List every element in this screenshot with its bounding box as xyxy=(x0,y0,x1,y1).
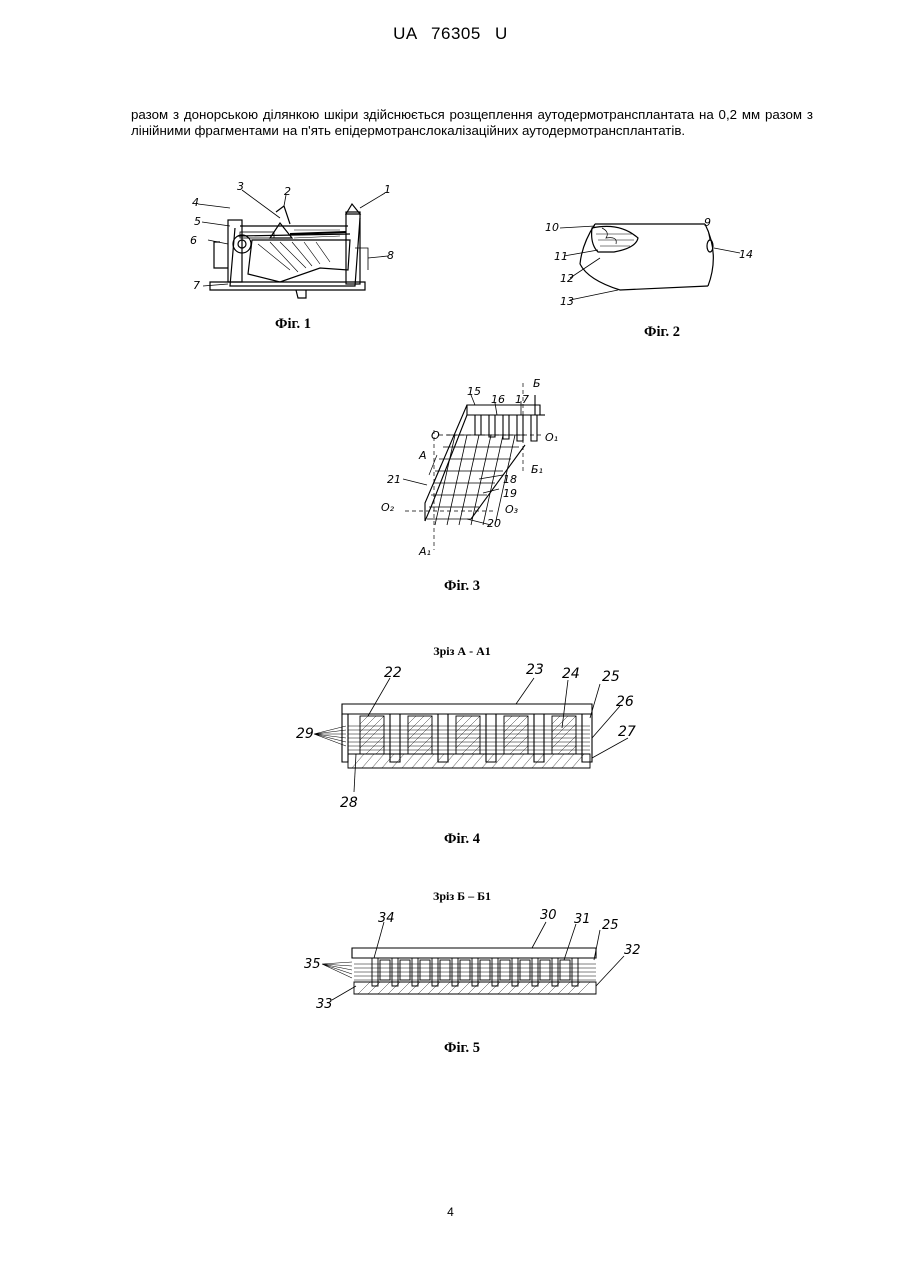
figure-5-caption: Фіг. 5 xyxy=(402,1040,522,1057)
figure-4-caption: Фіг. 4 xyxy=(402,831,522,848)
fig5-label-30: 30 xyxy=(540,908,557,923)
fig4-label-29: 29 xyxy=(296,726,314,742)
fig3-label-B: Б xyxy=(533,377,541,390)
fig4-label-24: 24 xyxy=(562,666,580,682)
fig3-label-O: О xyxy=(431,429,440,442)
fig3-label-18: 18 xyxy=(503,473,517,486)
fig4-label-23: 23 xyxy=(526,662,544,678)
fig3-label-O3: О₃ xyxy=(505,503,519,516)
document-header: UA 76305 U xyxy=(0,24,901,44)
fig3-label-A: А xyxy=(418,449,427,462)
figure-1-caption: Фіг. 1 xyxy=(233,316,353,333)
fig3-label-O1: О₁ xyxy=(545,431,558,444)
fig3-label-17: 17 xyxy=(515,393,529,406)
fig1-label-7: 7 xyxy=(193,279,200,292)
figure-3-caption: Фіг. 3 xyxy=(402,578,522,595)
fig1-label-1: 1 xyxy=(384,183,391,196)
fig3-label-20: 20 xyxy=(487,517,501,530)
fig4-label-27: 27 xyxy=(618,724,636,740)
fig2-label-10: 10 xyxy=(545,221,559,234)
fig5-label-34: 34 xyxy=(378,911,395,926)
fig2-label-14: 14 xyxy=(739,248,753,261)
fig4-label-22: 22 xyxy=(384,665,402,681)
figure-3-labels: 15 16 17 Б О₁ Б₁ О А 21 18 19 О₂ О₃ 20 А… xyxy=(375,375,575,560)
fig1-label-6: 6 xyxy=(190,234,197,247)
figure-4-section-title: Зріз А - А1 xyxy=(382,644,542,659)
fig2-label-9: 9 xyxy=(704,216,711,229)
fig2-label-12: 12 xyxy=(560,272,574,285)
fig5-label-35: 35 xyxy=(304,957,321,972)
fig5-label-31: 31 xyxy=(574,912,591,927)
fig1-label-3: 3 xyxy=(237,180,244,193)
page-number: 4 xyxy=(0,1205,901,1219)
fig3-label-B1: Б₁ xyxy=(531,463,543,476)
fig5-label-25: 25 xyxy=(602,918,619,933)
fig3-label-16: 16 xyxy=(491,393,505,406)
fig1-label-5: 5 xyxy=(194,215,201,228)
figure-4-labels: 22 23 24 25 26 27 29 28 xyxy=(290,658,650,818)
fig3-label-21: 21 xyxy=(387,473,401,486)
fig3-label-O2: О₂ xyxy=(381,501,395,514)
body-paragraph: разом з донорською ділянкою шкіри здійсн… xyxy=(131,107,813,139)
fig5-label-33: 33 xyxy=(316,997,333,1012)
fig2-label-11: 11 xyxy=(554,250,568,263)
fig2-label-13: 13 xyxy=(560,295,574,308)
figure-5-labels: 34 30 31 25 32 35 33 xyxy=(290,900,650,1020)
fig1-label-4: 4 xyxy=(192,196,199,209)
fig5-label-32: 32 xyxy=(624,943,641,958)
fig4-label-26: 26 xyxy=(616,694,634,710)
figure-2-labels: 10 11 12 13 9 14 xyxy=(540,208,770,313)
fig3-label-19: 19 xyxy=(503,487,517,500)
fig4-label-25: 25 xyxy=(602,669,620,685)
fig1-label-8: 8 xyxy=(387,249,394,262)
fig4-label-28: 28 xyxy=(340,795,358,811)
fig3-label-A1: А₁ xyxy=(418,545,431,558)
fig1-label-2: 2 xyxy=(284,185,291,198)
figure-1-labels: 4 5 6 7 3 2 1 8 xyxy=(180,178,410,303)
fig3-label-15: 15 xyxy=(467,385,481,398)
figure-2-caption: Фіг. 2 xyxy=(602,324,722,341)
